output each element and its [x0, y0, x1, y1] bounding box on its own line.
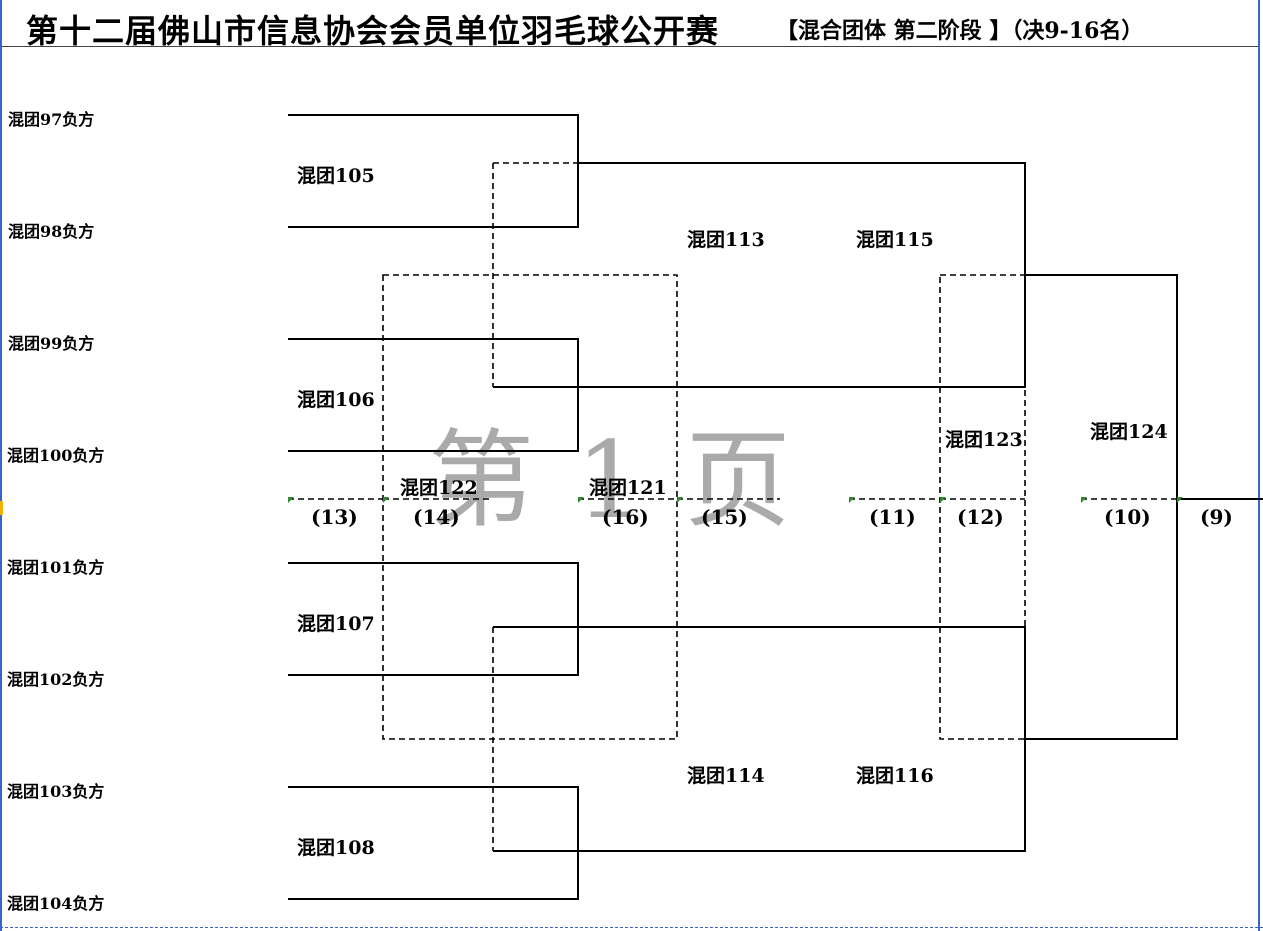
match-label-105: 混团105 [297, 165, 375, 187]
round-label-16: (16) [602, 505, 649, 529]
team-label: 混团103负方 [7, 782, 105, 801]
title-underline [2, 46, 1258, 47]
round-label-15: (15) [701, 505, 748, 529]
page-subtitle: 【混合团体 第二阶段 】（决9-16名） [776, 18, 1144, 44]
solid-bracket-lines [288, 114, 1263, 900]
team-label: 混团98负方 [8, 222, 95, 241]
team-label: 混团100负方 [7, 446, 105, 465]
cell-corner-marks [288, 497, 1183, 503]
team-label: 混团99负方 [8, 334, 95, 353]
match-label-122: 混团122 [400, 477, 478, 499]
round-label-11: (11) [869, 505, 916, 529]
page-title: 第十二届佛山市信息协会会员单位羽毛球公开赛 [26, 12, 720, 50]
match-label-115: 混团115 [856, 229, 934, 251]
match-label-107: 混团107 [297, 613, 375, 635]
round-label-10: (10) [1104, 505, 1151, 529]
sheet-left-border [0, 0, 2, 931]
match-label-124: 混团124 [1090, 421, 1168, 443]
match-label-108: 混团108 [297, 837, 375, 859]
match-label-114: 混团114 [687, 765, 765, 787]
team-label: 混团104负方 [7, 894, 105, 913]
page-watermark: 第 1 页 [428, 419, 795, 542]
team-label: 混团97负方 [8, 110, 95, 129]
round-label-13: (13) [311, 505, 358, 529]
round-label-9: (9) [1200, 505, 1233, 529]
match-label-106: 混团106 [297, 389, 375, 411]
match-label-113: 混团113 [687, 229, 765, 251]
page-break-line [0, 927, 1263, 928]
match-label-123: 混团123 [945, 429, 1023, 451]
round-label-12: (12) [957, 505, 1004, 529]
match-label-116: 混团116 [856, 765, 934, 787]
dashed-bracket-lines [288, 162, 1177, 851]
round-label-14: (14) [413, 505, 460, 529]
match-label-121: 混团121 [589, 477, 667, 499]
team-label: 混团101负方 [7, 558, 105, 577]
row-marker [0, 501, 3, 515]
team-label: 混团102负方 [7, 670, 105, 689]
sheet-right-border [1258, 0, 1260, 931]
